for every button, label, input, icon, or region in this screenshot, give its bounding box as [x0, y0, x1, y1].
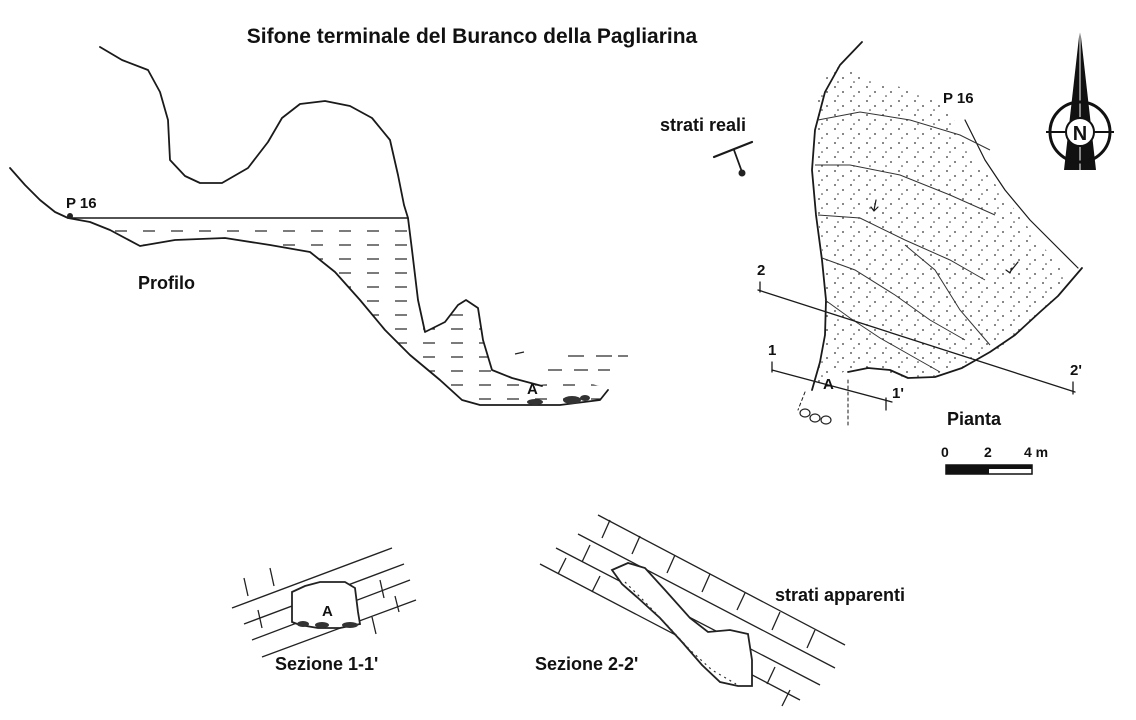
- plan-dip-arrow-1: [870, 199, 879, 212]
- profile-water: [68, 218, 608, 405]
- profile-point-label: A: [527, 381, 538, 398]
- profile-floor-outline: [9, 167, 609, 406]
- plan-boulders: [799, 408, 832, 425]
- dip-dot-icon: [738, 169, 746, 177]
- diagram-title: Sifone terminale del Buranco della Pagli…: [247, 25, 698, 48]
- scale-tick-0: 0: [941, 444, 949, 460]
- plan-label: Pianta: [947, 409, 1002, 429]
- section-1-boulders: [297, 621, 358, 628]
- scale-tick-2: 2: [984, 444, 992, 460]
- section-1-label: Sezione 1-1': [275, 654, 378, 674]
- scale-bar: 0 2 4 m: [941, 444, 1048, 475]
- profile-downstream-water: [514, 351, 628, 371]
- scale-tick-4m: 4 m: [1024, 444, 1048, 460]
- section-2-label: Sezione 2-2': [535, 654, 638, 674]
- dip-line-icon: [733, 149, 743, 173]
- profile-boulders: [527, 395, 590, 405]
- plan-strata-lines: [815, 111, 996, 373]
- profile-view: P 16 A Profilo: [9, 46, 628, 406]
- plan-point-label: A: [823, 376, 834, 393]
- section-2-view: strati apparenti Sezione 2-2': [535, 514, 905, 707]
- section-mark-1: 1: [768, 342, 776, 359]
- real-strata-label: strati reali: [660, 115, 746, 135]
- plan-right-boundary: [964, 119, 1079, 269]
- section-line-2: [757, 289, 1076, 393]
- plan-dip-arrow-2: [1005, 261, 1019, 274]
- profile-station-label: P 16: [66, 195, 97, 212]
- real-strata-legend: strati reali: [660, 115, 754, 177]
- profile-label: Profilo: [138, 273, 195, 293]
- apparent-strata-label: strati apparenti: [775, 585, 905, 605]
- profile-station-marker: [67, 213, 73, 219]
- section-1-view: A Sezione 1-1': [231, 547, 417, 674]
- plan-station-label: P 16: [943, 90, 974, 107]
- north-arrow-icon: N: [1046, 28, 1114, 172]
- section-1-point-label: A: [322, 603, 333, 620]
- section-2-outline: [610, 562, 753, 687]
- section-line-1: [771, 369, 893, 403]
- section-mark-2: 2: [757, 262, 765, 279]
- north-letter: N: [1073, 123, 1087, 145]
- plan-passage-fill: [812, 62, 1070, 388]
- strike-line-icon: [712, 140, 754, 159]
- profile-ceiling-outline: [99, 46, 543, 387]
- plan-view: P 16 A 1 1' 2 2' Pianta: [757, 41, 1083, 429]
- section-mark-1-prime: 1': [892, 385, 904, 402]
- plan-left-wall: [811, 41, 863, 391]
- section-mark-2-prime: 2': [1070, 362, 1082, 379]
- plan-passage-end: [797, 379, 849, 426]
